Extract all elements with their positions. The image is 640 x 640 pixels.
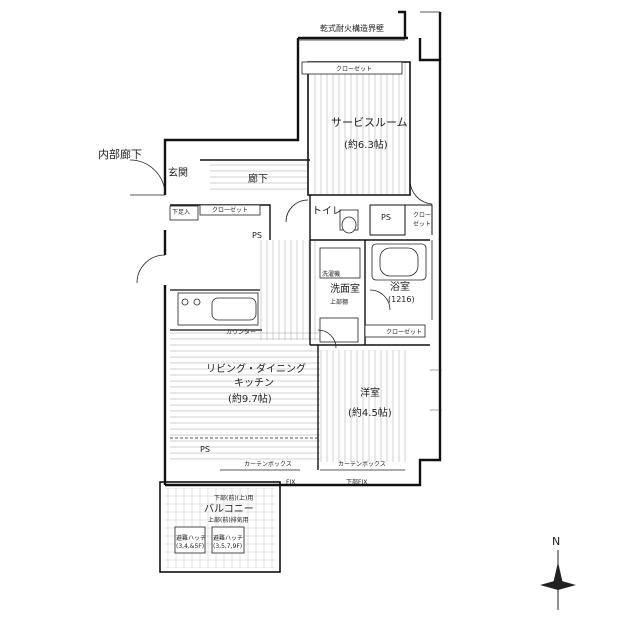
toilet-seat [341, 216, 357, 234]
stove-burner [193, 298, 201, 306]
western-closet [364, 324, 426, 338]
service-room-floor [310, 62, 410, 194]
balcony-note-2: 上部(前)排気用 [208, 516, 249, 524]
kitchen-sink [211, 297, 257, 321]
ps-label-1: PS [381, 213, 391, 222]
western-room-size: (約4.5帖) [348, 406, 392, 419]
bathtub-inner [379, 247, 419, 277]
ldk-label-line1: リビング・ダイニング [206, 362, 306, 375]
hatch-2-sub: (3,5,7,9F) [213, 543, 242, 550]
wash-basin [319, 247, 361, 279]
escape-hatch-2 [211, 526, 245, 554]
toilet-label: トイレ [312, 206, 342, 217]
hall-closet-label: クローゼット [212, 206, 248, 214]
hallway-floor [210, 160, 308, 190]
top-closet [301, 61, 403, 75]
north-label: N [552, 535, 560, 548]
top-note: 乾式耐火構造界壁 [320, 23, 384, 33]
entrance-label: 玄関 [168, 166, 188, 179]
hatch-2-label: 避難ハッチ [213, 534, 243, 542]
ldk-label-line2: キッチン [234, 377, 274, 389]
stove-burner [181, 298, 189, 306]
right-closet-label-1: クロー [413, 212, 431, 219]
outer-walls [163, 10, 442, 487]
service-room-label: サービスルーム [331, 116, 408, 129]
hallway-label: 廊下 [248, 172, 268, 185]
north-arrow-icon: N [540, 535, 576, 610]
top-closet-label: クローゼット [336, 65, 372, 73]
washroom-label: 洗面室 [330, 282, 360, 295]
bath-label: 浴室 [390, 280, 410, 293]
service-room-size: (約6.3帖) [344, 138, 388, 151]
corridor-label: 内部廊下 [98, 147, 142, 161]
fix-label-2: 下部FIX [346, 478, 367, 486]
western-closet-label: クローゼット [386, 328, 422, 336]
top-storage-label: 上部棚 [330, 298, 348, 306]
counter-label: カウンター [226, 328, 256, 336]
bath-size: (1216) [388, 295, 415, 304]
balcony-label: バルコニー [204, 503, 254, 515]
balcony-note-1: 下部(前)(上)用 [214, 494, 253, 502]
right-closet-label-2: ゼット [413, 220, 431, 228]
shoe-box-label: 下足入 [172, 209, 190, 216]
hatch-1-label: 避難ハッチ [176, 534, 206, 542]
wash-machine-pan [319, 317, 359, 343]
ps-label-2: PS [252, 231, 262, 240]
shoe-box [169, 205, 199, 221]
ldk-size: (約9.7帖) [228, 392, 272, 405]
balcony-outline [159, 481, 281, 573]
ps-label-3: PS [200, 445, 210, 454]
wash-machine-label: 洗濯機 [322, 270, 340, 278]
curtain-box-1: カーテンボックス [244, 460, 292, 468]
escape-hatch-1 [174, 526, 206, 554]
curtain-box-2: カーテンボックス [338, 460, 386, 468]
hall-closet [199, 204, 261, 216]
ldk-upper-floor [260, 240, 318, 340]
hatch-1-sub: (3,4,&5F) [176, 543, 204, 550]
fix-label-1: FIX [286, 479, 295, 486]
western-room-label: 洋室 [360, 386, 380, 399]
western-room-floor [320, 350, 410, 462]
doors [129, 159, 442, 411]
